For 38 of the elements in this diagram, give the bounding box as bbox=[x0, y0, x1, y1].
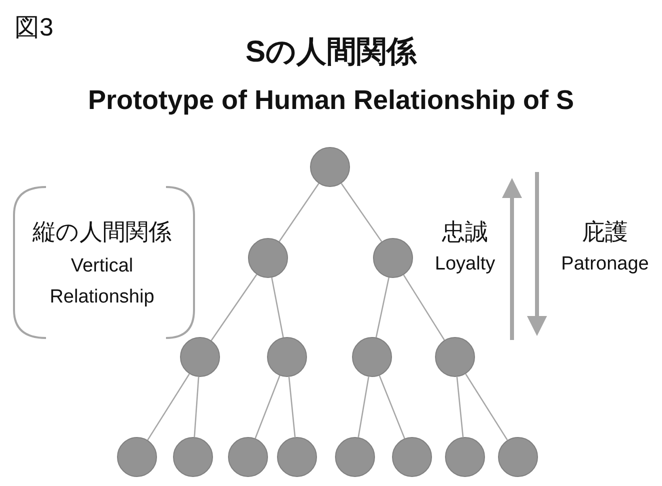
connector-line bbox=[271, 278, 284, 338]
circle-node bbox=[117, 437, 157, 477]
circle-node bbox=[392, 437, 432, 477]
connector-line bbox=[147, 374, 190, 440]
label: 忠誠 bbox=[442, 219, 488, 245]
connector-line bbox=[378, 375, 406, 439]
circle-node bbox=[373, 238, 413, 278]
label: Patronage bbox=[561, 254, 649, 276]
circle-node bbox=[445, 437, 485, 477]
connector-line bbox=[288, 376, 296, 438]
circle-node bbox=[173, 437, 213, 477]
subtitle: Prototype of Human Relationship of S bbox=[88, 86, 574, 116]
connector-line bbox=[376, 277, 390, 338]
circle-node bbox=[228, 437, 268, 477]
circle-node bbox=[267, 337, 307, 377]
connector-line bbox=[340, 183, 382, 242]
label: Vertical Relationship bbox=[48, 254, 156, 310]
circle-node bbox=[310, 147, 350, 187]
circle-node bbox=[335, 437, 375, 477]
connector-line bbox=[358, 376, 370, 438]
label: 庇護 bbox=[582, 219, 628, 245]
connector-line bbox=[456, 376, 464, 438]
title: Sの人間関係 bbox=[246, 36, 416, 68]
label: Loyalty bbox=[434, 254, 496, 276]
label: 縦の人間関係 bbox=[32, 219, 172, 245]
circle-node bbox=[498, 437, 538, 477]
circle-node bbox=[352, 337, 392, 377]
connector-line bbox=[254, 375, 280, 439]
circle-node bbox=[248, 238, 288, 278]
figure-number: 図3 bbox=[14, 14, 54, 42]
connector-line bbox=[194, 376, 200, 438]
connector-line bbox=[403, 274, 445, 340]
circle-node bbox=[277, 437, 317, 477]
connector-line bbox=[278, 183, 320, 242]
circle-node bbox=[435, 337, 475, 377]
connector-line bbox=[465, 374, 508, 440]
circle-node bbox=[180, 337, 220, 377]
connector-line bbox=[210, 274, 258, 341]
